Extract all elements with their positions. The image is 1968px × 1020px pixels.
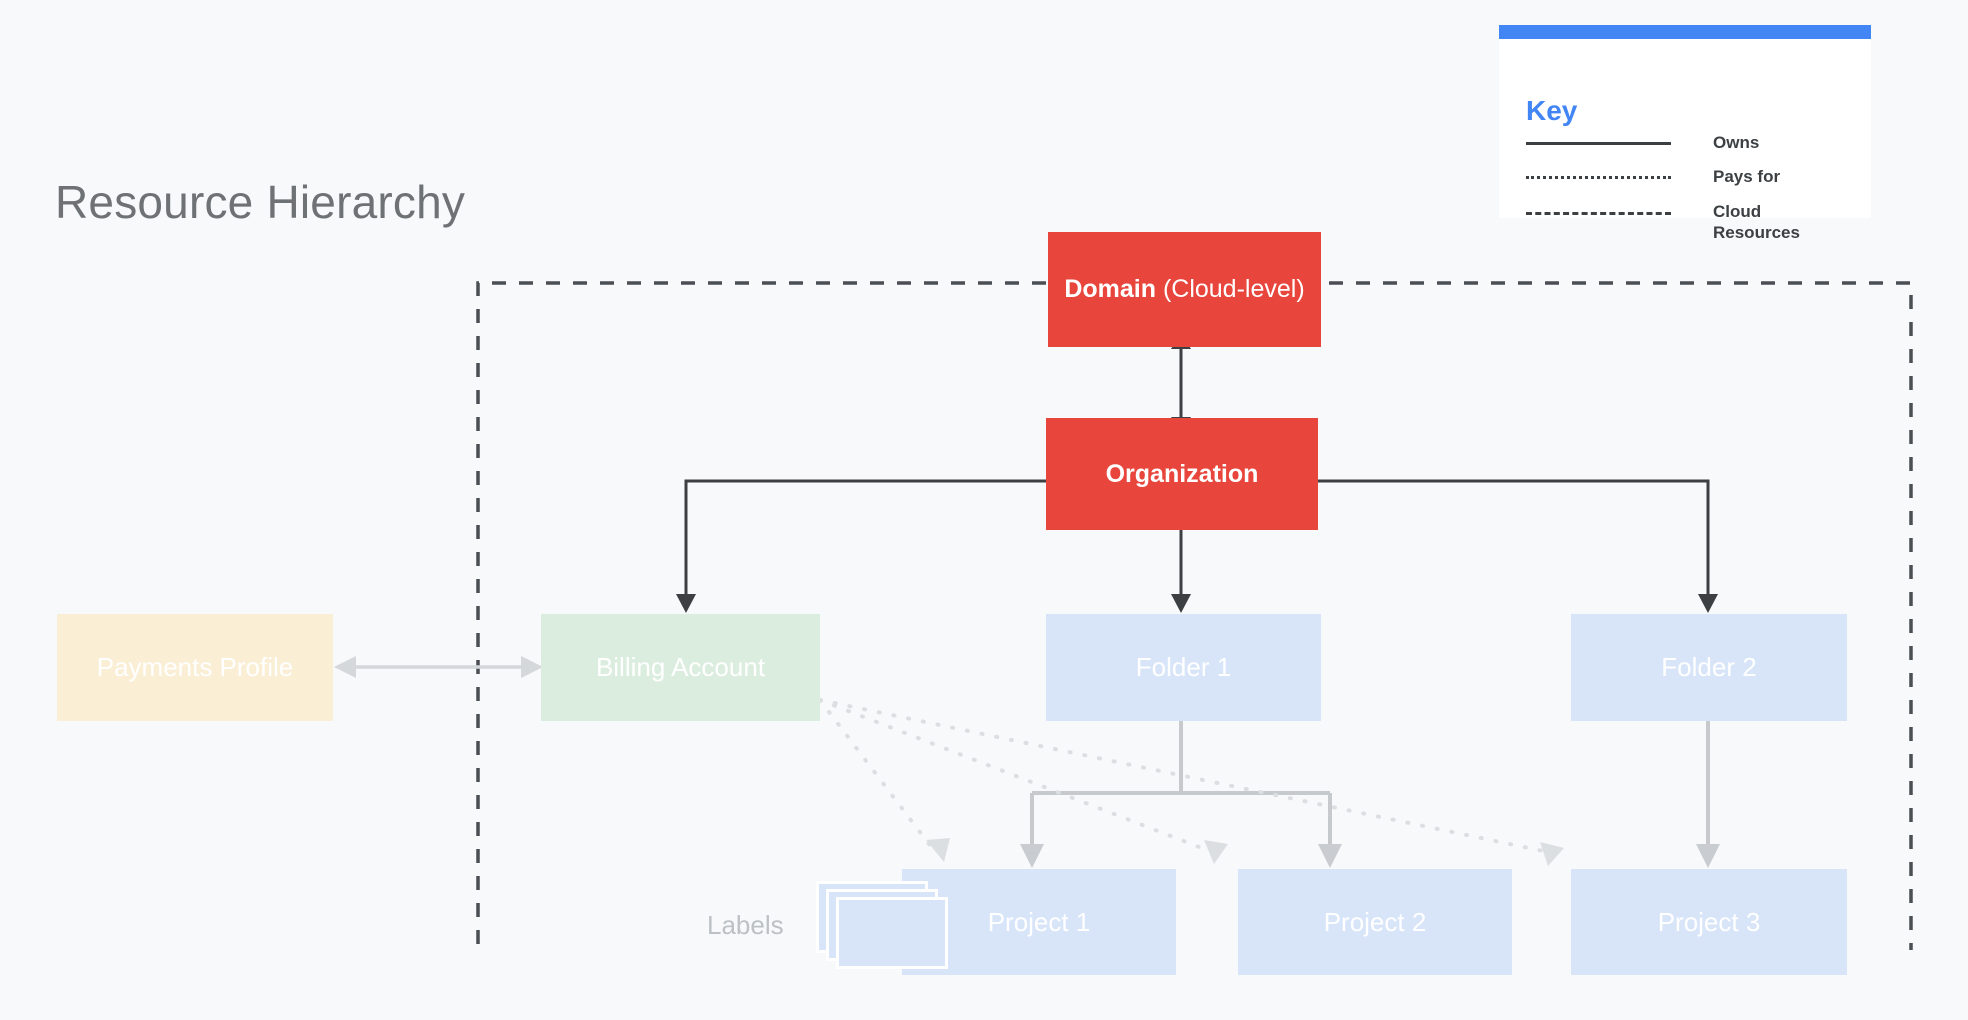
key-panel: Key Owns Pays for Cloud Resources xyxy=(1499,25,1871,242)
node-folder-1-label: Folder 1 xyxy=(1135,652,1232,682)
node-organization-label: Organization xyxy=(1105,459,1259,488)
labels-caption: Labels xyxy=(707,910,784,940)
key-label-pays-for: Pays for xyxy=(1713,167,1781,186)
edge-payments-billing xyxy=(334,656,543,678)
key-accent-bar xyxy=(1499,25,1871,39)
edge-organization-folder2 xyxy=(1317,479,1718,613)
edge-folder1-projects xyxy=(1020,721,1342,868)
edge-billing-pays-project2 xyxy=(818,698,1228,864)
node-project-3[interactable]: Project 3 xyxy=(1571,869,1847,975)
node-billing-account[interactable]: Billing Account xyxy=(541,614,820,721)
edge-organization-folder1 xyxy=(1171,530,1191,613)
node-organization[interactable]: Organization xyxy=(1046,418,1318,530)
key-label-owns: Owns xyxy=(1713,133,1760,152)
page-title: Resource Hierarchy xyxy=(55,176,466,228)
key-sample-pays-for-line xyxy=(1526,176,1671,179)
key-heading: Key xyxy=(1526,95,1578,126)
node-project-2[interactable]: Project 2 xyxy=(1238,869,1512,975)
node-project-3-label: Project 3 xyxy=(1657,906,1761,937)
node-folder-2-label: Folder 2 xyxy=(1661,652,1757,682)
key-sample-owns-line xyxy=(1526,142,1671,145)
key-label-cloud-resources: Cloud Resources xyxy=(1713,202,1800,243)
label-card-front xyxy=(836,897,948,969)
node-billing-account-label: Billing Account xyxy=(595,652,766,682)
edge-folder2-project3 xyxy=(1696,721,1720,868)
edge-organization-billing-account xyxy=(676,479,1046,613)
node-folder-2[interactable]: Folder 2 xyxy=(1571,614,1847,721)
node-project-1-label: Project 1 xyxy=(987,906,1091,937)
edge-billing-pays-project1 xyxy=(818,698,950,862)
node-folder-1[interactable]: Folder 1 xyxy=(1046,614,1321,721)
edge-billing-pays-project3 xyxy=(818,698,1564,866)
node-domain-label: Domain (Cloud-level) xyxy=(1064,275,1304,304)
node-project-2-label: Project 2 xyxy=(1323,906,1427,937)
key-sample-cloud-res-line xyxy=(1526,212,1671,215)
node-domain-label-rest: (Cloud-level) xyxy=(1156,275,1305,303)
node-payments-profile[interactable]: Payments Profile xyxy=(57,614,333,721)
node-domain-label-bold: Domain xyxy=(1064,275,1156,303)
node-payments-profile-label: Payments Profile xyxy=(96,652,294,682)
node-domain[interactable]: Domain (Cloud-level) xyxy=(1048,232,1321,347)
